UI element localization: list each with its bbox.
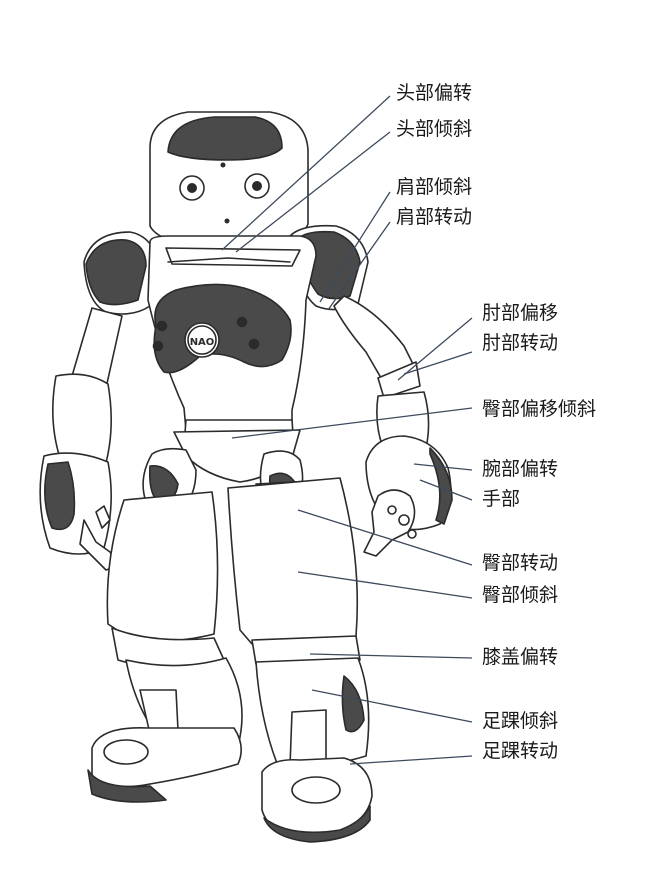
leader-knee-pitch — [309, 653, 473, 659]
leader-shoulder-roll — [327, 221, 391, 311]
leader-hip-yaw-pitch — [231, 407, 473, 439]
label-head-yaw: 头部偏转 — [396, 82, 473, 104]
label-ankle-roll: 足踝转动 — [482, 740, 559, 762]
label-hip-pitch: 臀部倾斜 — [482, 584, 559, 606]
label-hip-yaw-pitch: 臀部偏移倾斜 — [482, 398, 597, 420]
legs — [106, 477, 370, 768]
feet — [87, 727, 373, 843]
label-head-pitch: 头部倾斜 — [396, 118, 473, 140]
leader-ankle-pitch — [311, 689, 473, 723]
head — [149, 111, 309, 261]
leader-elbow-roll — [403, 351, 473, 375]
leader-wrist-yaw — [413, 463, 473, 471]
leader-hip-roll — [297, 509, 473, 566]
label-elbow-yaw: 肘部偏移 — [482, 302, 559, 324]
label-ankle-pitch: 足踝倾斜 — [482, 710, 559, 732]
nao-logo: NAO — [190, 337, 215, 348]
leader-elbow-yaw — [397, 317, 473, 381]
label-shoulder-pitch: 肩部倾斜 — [396, 176, 473, 198]
label-knee-pitch: 膝盖偏转 — [482, 646, 559, 668]
right-arm — [39, 231, 159, 571]
leader-lines — [221, 95, 473, 765]
leader-hip-pitch — [297, 571, 473, 599]
label-elbow-roll: 肘部转动 — [482, 332, 559, 354]
label-hand: 手部 — [482, 488, 521, 510]
leader-head-yaw — [221, 95, 391, 251]
label-hip-roll: 臀部转动 — [482, 552, 559, 574]
label-wrist-yaw: 腕部偏转 — [482, 458, 559, 480]
label-shoulder-roll: 肩部转动 — [396, 206, 473, 228]
leader-ankle-roll — [349, 755, 473, 765]
leader-shoulder-pitch — [319, 191, 391, 303]
leader-head-pitch — [235, 131, 391, 253]
leader-hand — [419, 479, 473, 501]
